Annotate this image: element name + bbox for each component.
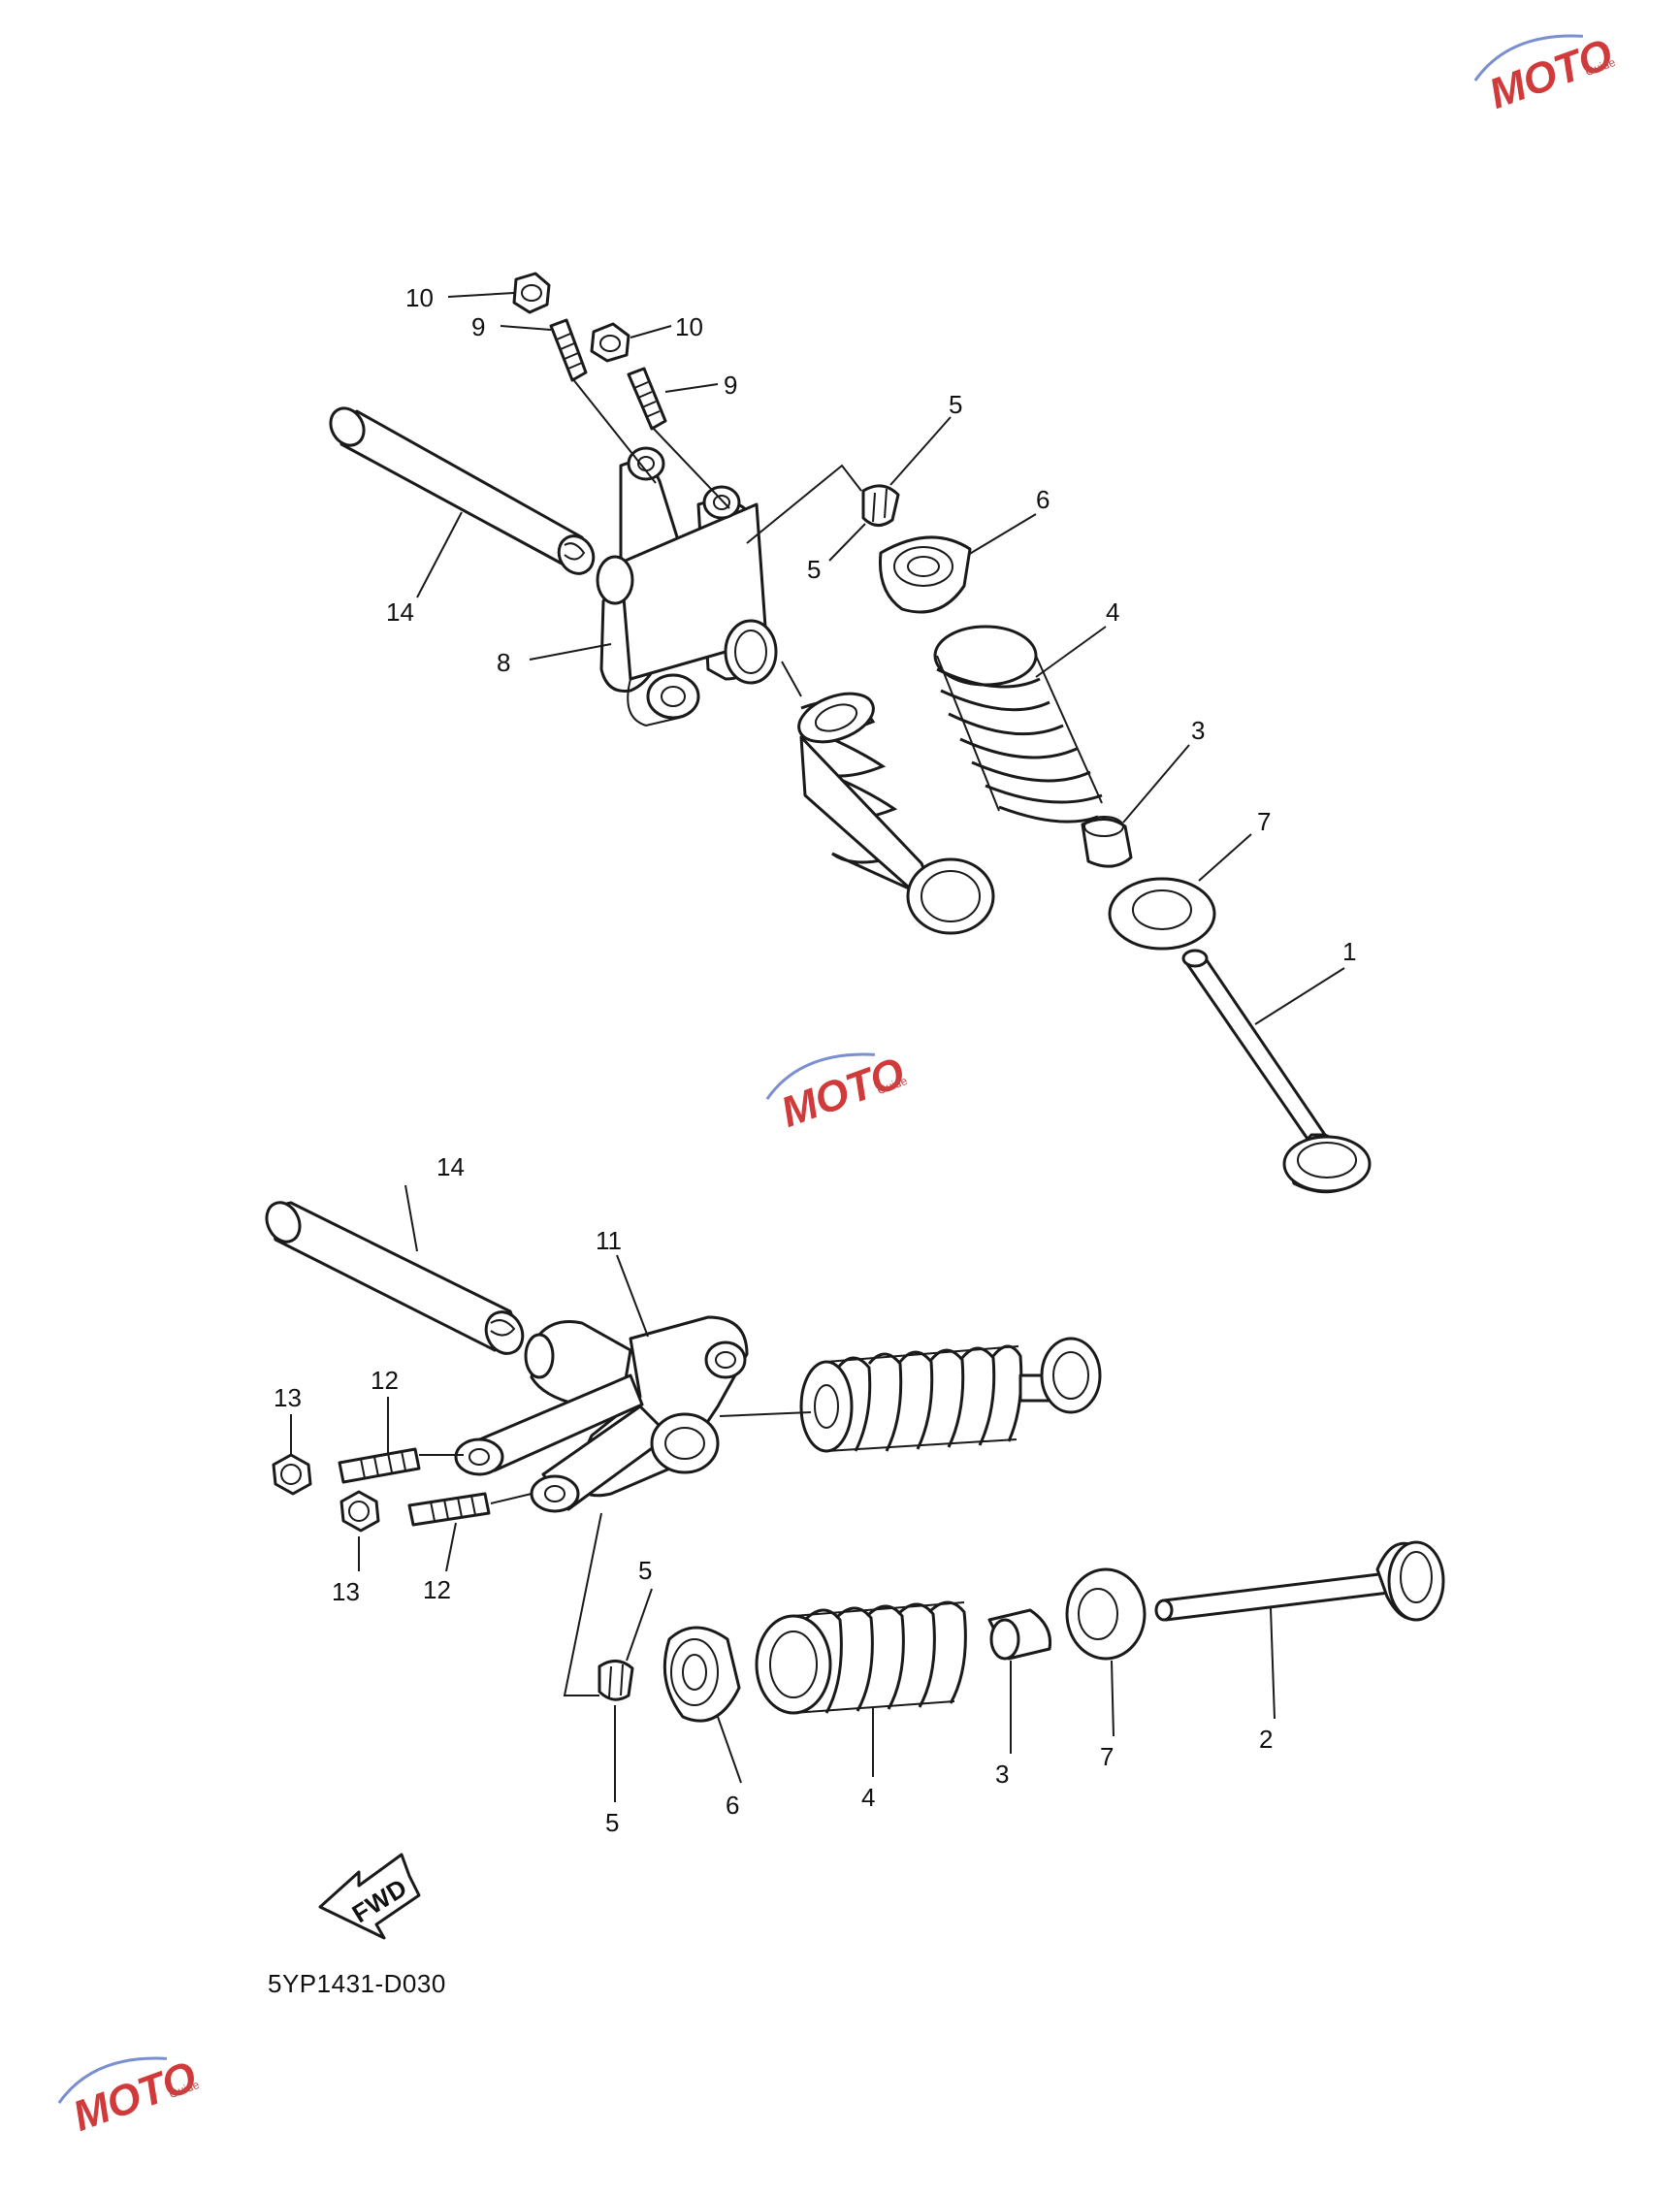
valve-spring-assembly-lower-installed <box>799 1337 1102 1453</box>
intake-valve-1 <box>1181 949 1372 1194</box>
locknut-13-lower-left <box>272 1453 312 1496</box>
leader-lines-upper <box>416 292 1345 1025</box>
adjusting-screw-12-lower-right <box>407 1492 491 1527</box>
spring-retainer-6-lower <box>662 1626 741 1723</box>
valve-cotter-5-lower <box>598 1660 634 1701</box>
callout-3: 3 <box>995 1760 1009 1789</box>
spring-retainer-6-upper <box>878 535 972 614</box>
leader-lines-lower <box>290 1184 1276 1802</box>
adjusting-screw-9-upper-right <box>627 367 667 431</box>
callout-labels: 10 10 9 9 5 5 6 4 14 8 3 7 1 14 11 13 12… <box>274 283 1356 1837</box>
callout-14: 14 <box>436 1152 465 1181</box>
locknut-10-upper-left <box>512 272 551 314</box>
callout-2: 2 <box>1259 1725 1273 1754</box>
adjusting-screw-12-lower-left <box>338 1447 421 1484</box>
exhaust-valve-2 <box>1154 1540 1445 1622</box>
valve-spring-4-lower <box>755 1600 967 1715</box>
valve-stem-seal-3-lower <box>987 1608 1052 1661</box>
valve-cotter-5-upper <box>861 484 900 527</box>
callout-6: 6 <box>1036 485 1050 514</box>
callout-3: 3 <box>1191 716 1205 745</box>
callout-8: 8 <box>497 648 510 677</box>
locknut-13-lower-right <box>339 1490 380 1533</box>
callout-9: 9 <box>724 371 737 400</box>
rocker-arm-11 <box>454 1315 749 1513</box>
callout-5: 5 <box>605 1808 619 1837</box>
callout-4: 4 <box>861 1783 875 1812</box>
adjusting-screw-9-upper-left <box>549 318 588 382</box>
callout-4: 4 <box>1106 597 1119 627</box>
locknut-10-upper-right <box>590 322 630 363</box>
callout-7: 7 <box>1257 807 1271 836</box>
callout-10: 10 <box>675 312 703 341</box>
callout-12: 12 <box>423 1575 451 1604</box>
callout-13: 13 <box>332 1577 360 1606</box>
callout-14: 14 <box>386 597 414 627</box>
valve-spring-assembly-upper-installed <box>797 692 995 935</box>
rocker-shaft-14-lower <box>265 1201 525 1355</box>
watermark-logo-middle: MOTO Guide <box>765 1049 911 1137</box>
callout-13: 13 <box>274 1383 302 1412</box>
callout-9: 9 <box>471 312 485 341</box>
callout-6: 6 <box>726 1791 739 1820</box>
callout-1: 1 <box>1342 937 1356 966</box>
callout-10: 10 <box>405 283 434 312</box>
callout-5: 5 <box>807 555 821 584</box>
callout-5: 5 <box>638 1556 652 1585</box>
callout-7: 7 <box>1100 1742 1114 1771</box>
rocker-shaft-14-upper <box>329 406 596 575</box>
watermark-logo-top: MOTO Guide <box>1473 30 1619 118</box>
spring-seat-7-lower <box>1065 1567 1147 1661</box>
forward-direction-arrow: FWD <box>318 1853 421 1940</box>
valve-spring-4-upper <box>933 625 1103 824</box>
callout-5: 5 <box>949 390 962 419</box>
spring-seat-7-upper <box>1108 877 1216 951</box>
rocker-arm-8 <box>596 446 778 727</box>
valve-stem-seal-3-upper <box>1081 816 1133 868</box>
callout-12: 12 <box>371 1366 399 1395</box>
diagram-code: 5YP1431-D030 <box>268 1969 446 1998</box>
callout-11: 11 <box>596 1226 622 1255</box>
watermark-logo-bottom: MOTO Guide <box>57 2052 203 2141</box>
